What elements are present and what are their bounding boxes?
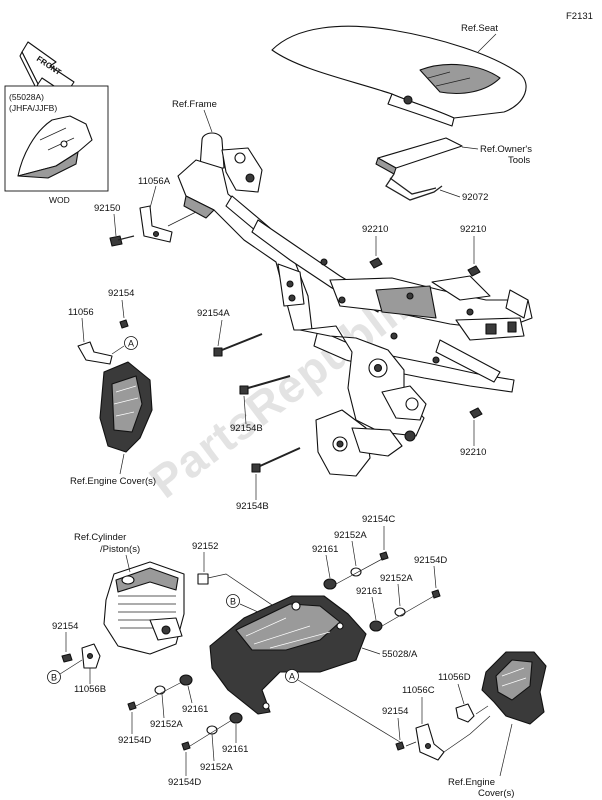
label-92154d-c: 92154D [168,777,201,788]
label-92152: 92152 [192,541,218,552]
bracket-11056a-icon [139,205,173,243]
washer-92152a-a-icon [350,567,362,577]
inset-code: (55028A) [9,92,44,102]
callout-a-top-label: A [128,339,134,349]
bolt-92154a-icon [213,333,263,357]
variant-inset: (55028A) (JHFA/JJFB) WOD [4,85,109,205]
nut-92210-a-icon [369,257,383,269]
callout-a-center-label: A [289,672,295,682]
label-ref-engine-cover-top: Ref.Engine Cover(s) [70,476,156,487]
label-92161-d: 92161 [222,744,248,755]
collar-92152-icon [197,573,209,585]
owners-tools-icon [375,137,463,175]
label-92152a-b: 92152A [380,573,413,584]
bolt-92154-right-icon [395,741,405,751]
label-92161-c: 92161 [182,704,208,715]
label-ref-owners-tools-2: Tools [508,155,530,166]
label-92152a-c: 92152A [150,719,183,730]
label-55028a: 55028/A [382,649,418,660]
inset-caption: WOD [49,195,70,205]
label-11056d: 11056D [438,672,471,683]
label-92210-a: 92210 [362,224,388,235]
nut-92210-c-icon [469,407,483,419]
label-92152a-d: 92152A [200,762,233,773]
strap-icon [385,173,443,201]
label-ref-frame: Ref.Frame [172,99,217,110]
washer-92152a-b-icon [394,607,406,617]
label-92154-left: 92154 [52,621,78,632]
label-ref-cylinder-2: /Piston(s) [100,544,140,555]
callout-b-left-label: B [51,673,57,683]
bracket-11056b-icon [81,643,101,669]
label-11056c: 11056C [402,685,435,696]
label-ref-seat: Ref.Seat [461,23,498,34]
grommet-92161-b-icon [369,620,383,632]
callout-b-center: B [226,594,240,608]
bracket-11056c-icon [415,723,445,761]
label-92150: 92150 [94,203,120,214]
cylinder-icon [103,561,185,655]
callout-b-center-label: B [230,597,236,607]
grommet-92161-a-icon [323,578,337,590]
seat-icon [271,25,527,127]
label-ref-cylinder-1: Ref.Cylinder [74,532,126,543]
washer-92152a-c-icon [154,685,166,695]
label-92154c: 92154C [362,514,395,525]
inset-variants: (JHFA/JJFB) [9,103,57,113]
grommet-92161-d-icon [229,712,243,724]
bolt-92150-icon [109,235,135,247]
bolt-92154b-a-icon [239,375,291,395]
label-92210-b: 92210 [460,224,486,235]
label-11056a: 11056A [138,176,171,187]
label-92154b-b: 92154B [236,501,269,512]
label-11056: 11056 [68,307,94,318]
label-92161-b: 92161 [356,586,382,597]
label-92154d-b: 92154D [118,735,151,746]
engine-cover-lower-icon [481,651,547,725]
bolt-92154b-b-icon [251,447,301,473]
callout-b-left: B [47,670,61,684]
label-92154d-a: 92154D [414,555,447,566]
label-92210-c: 92210 [460,447,486,458]
inset-cover-icon [17,115,93,179]
label-92154-top: 92154 [108,288,134,299]
grommet-92161-c-icon [179,674,193,686]
bolt-92154-left-icon [61,653,73,663]
side-cover-icon [209,595,367,715]
page-code: F2131 [566,11,593,22]
label-92152a-a: 92152A [334,530,367,541]
label-92154b-a: 92154B [230,423,263,434]
callout-a-top: A [124,336,138,350]
bracket-11056-icon [77,341,113,365]
label-92154-right: 92154 [382,706,408,717]
label-ref-engine-cover-bot-2: Cover(s) [478,788,514,799]
label-92154a: 92154A [197,308,230,319]
callout-a-center: A [285,669,299,683]
bolt-92154c-icon [379,551,389,561]
label-92072: 92072 [462,192,488,203]
engine-cover-upper-icon [99,361,153,453]
nut-92210-b-icon [467,265,481,277]
label-ref-owners-tools-1: Ref.Owner's [480,144,532,155]
bolt-92154-top-icon [119,319,129,329]
bracket-11056d-icon [455,703,475,723]
frame-icon [177,132,533,477]
label-11056b: 11056B [74,684,106,695]
label-92161-a: 92161 [312,544,338,555]
bolt-92154d-c-icon [181,741,191,751]
label-ref-engine-cover-bot-1: Ref.Engine [448,777,495,788]
bolt-92154d-b-icon [127,701,137,711]
